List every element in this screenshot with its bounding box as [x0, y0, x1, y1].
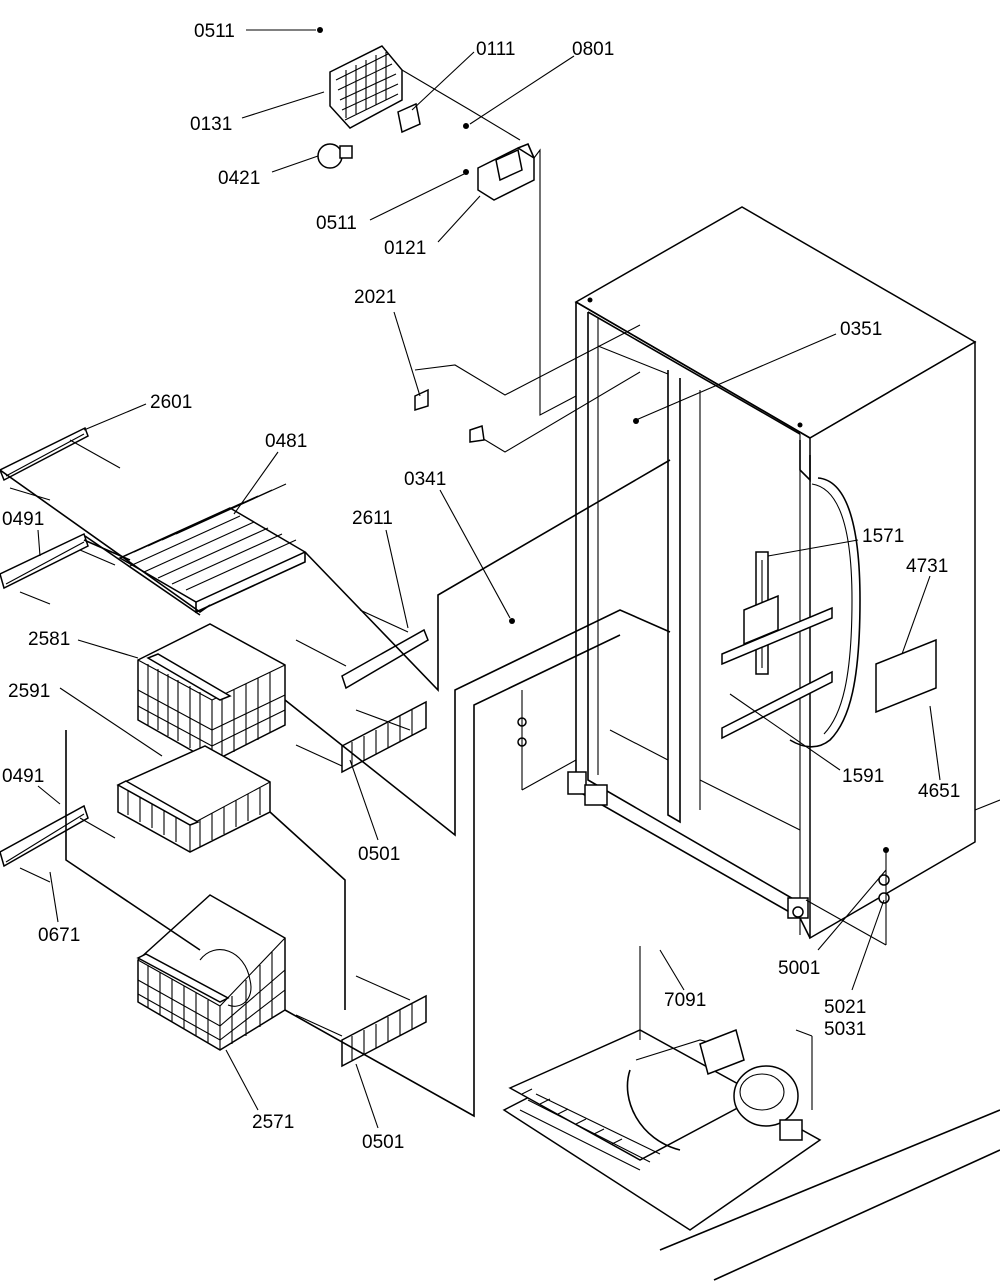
- callout-0121: 0121: [384, 238, 426, 259]
- callout-1591: 1591: [842, 766, 884, 787]
- callout-2591: 2591: [8, 681, 50, 702]
- cabinet: [567, 206, 977, 940]
- drain-tube: [789, 477, 861, 748]
- wire-shelf-0481: [118, 483, 307, 614]
- callout-2581: 2581: [28, 629, 70, 650]
- floor-line: [659, 1109, 1000, 1251]
- callout-2571: 2571: [252, 1112, 294, 1133]
- callout-0491-upper: 0491: [2, 509, 44, 530]
- callout-2021: 2021: [354, 287, 396, 308]
- callout-0131: 0131: [190, 114, 232, 135]
- screws: [517, 690, 890, 946]
- slide-rail-0491-upper: [0, 532, 89, 590]
- wire-basket-2571: [136, 894, 286, 1051]
- callout-0671: 0671: [38, 925, 80, 946]
- callout-0111: 0111: [476, 39, 515, 60]
- drawer-front-0501-upper: [341, 700, 427, 774]
- shelf-track-1571: [721, 551, 833, 740]
- callout-4731: 4731: [906, 556, 948, 577]
- callout-0511-mid: 0511: [316, 213, 357, 234]
- light-cover-0131: [329, 45, 403, 129]
- callout-0481: 0481: [265, 431, 307, 452]
- callout-0341: 0341: [404, 469, 446, 490]
- machine-compartment-7091: [502, 946, 822, 1231]
- callout-5001: 5001: [778, 958, 820, 979]
- drawer-front-0501-lower: [341, 994, 427, 1068]
- callout-0491-lower: 0491: [2, 766, 44, 787]
- callout-0421: 0421: [218, 168, 260, 189]
- callout-0511-top: 0511: [194, 21, 235, 42]
- light-socket-0111: [397, 102, 421, 134]
- callout-1571: 1571: [862, 526, 904, 547]
- callout-5021: 5021: [824, 997, 866, 1018]
- callout-0351: 0351: [840, 319, 882, 340]
- light-bulb-0421: [317, 143, 353, 169]
- slide-rail-2601: [0, 426, 89, 482]
- callout-2611: 2611: [352, 508, 393, 529]
- callout-5031: 5031: [824, 1019, 866, 1040]
- callout-0501-upper: 0501: [358, 844, 400, 865]
- callout-labels: 0511 0111 0801 0131 0421 0511 0121 2021 …: [2, 21, 960, 1153]
- wire-basket-2581: [137, 623, 286, 763]
- callout-7091: 7091: [664, 990, 706, 1011]
- callout-0501-lower: 0501: [362, 1132, 404, 1153]
- callout-0801: 0801: [572, 39, 614, 60]
- callout-4651: 4651: [918, 781, 960, 802]
- callout-2601: 2601: [150, 392, 192, 413]
- slide-rail-2611: [341, 628, 429, 690]
- slide-rail-0491-lower: [0, 804, 89, 868]
- callout-leaders: [37, 29, 941, 1129]
- wire-basket-2591: [116, 745, 271, 853]
- cover-panel-4731: [875, 638, 937, 714]
- light-housing-0121: [477, 142, 535, 201]
